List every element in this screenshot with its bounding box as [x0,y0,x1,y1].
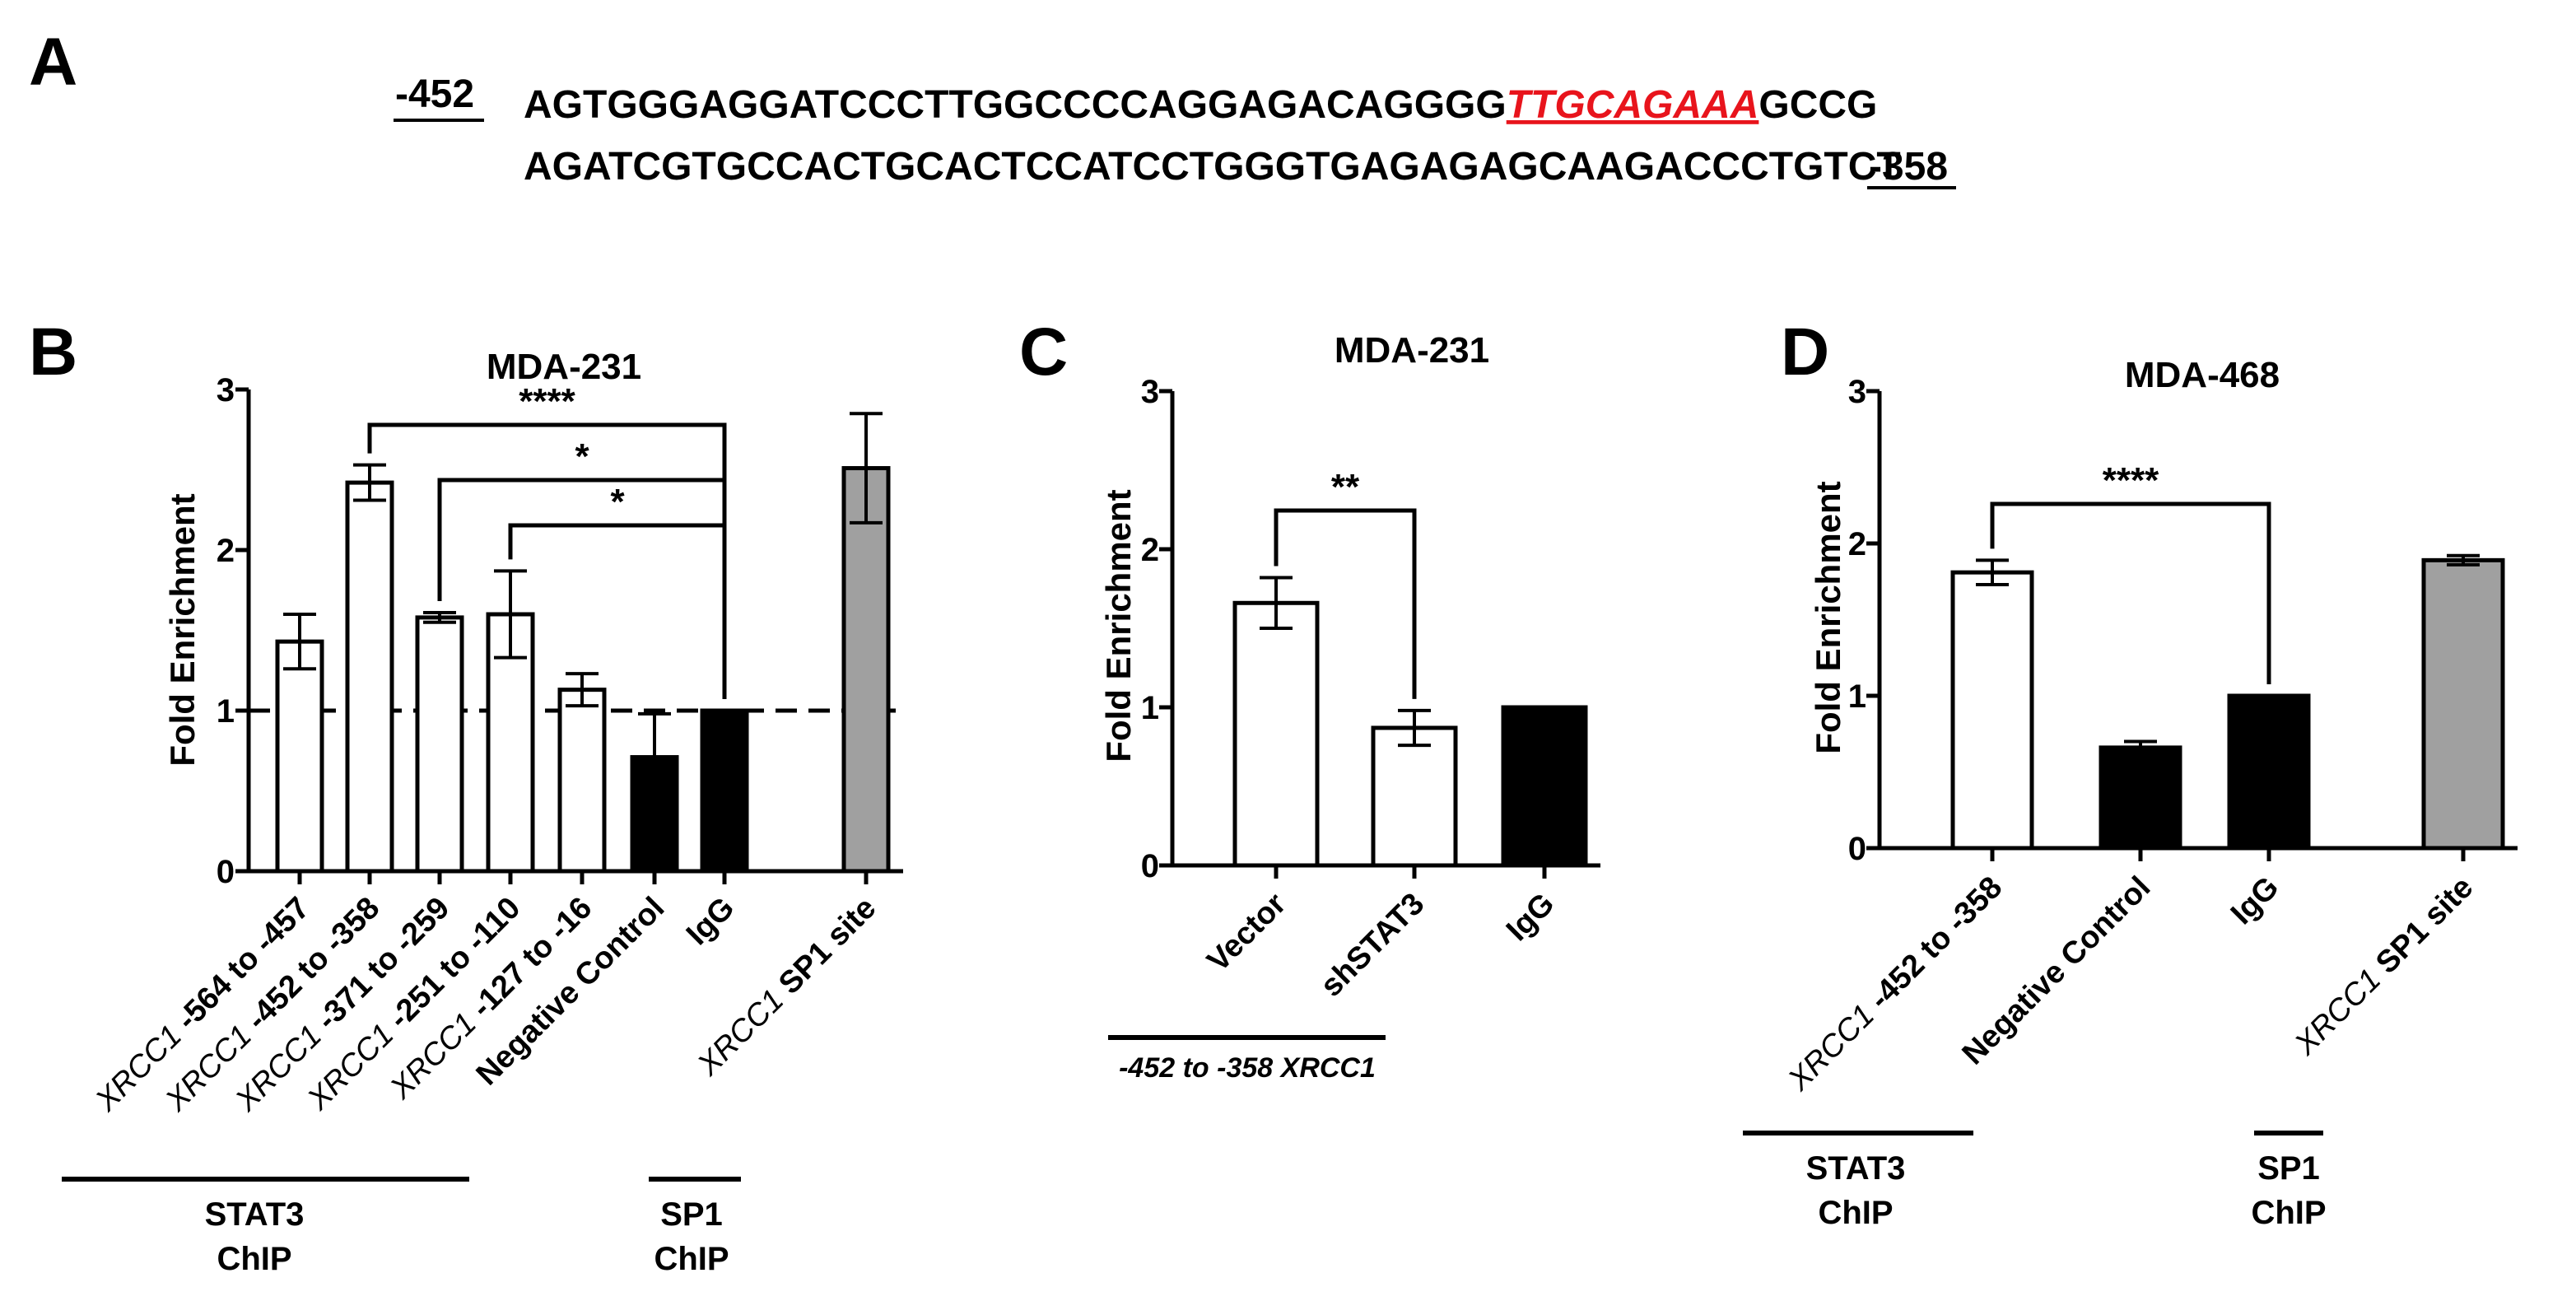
d-y-tick-label: 2 [1848,526,1866,562]
sequence-line-1-prefix: AGTGGGAGGATCCCTTGGCCCCAGGAGACAGGGG [524,83,1507,127]
d-x-tick-label-text: SP1 site [2364,870,2481,987]
panel-a: A -452 AGTGGGAGGATCCCTTGGCCCCAGGAGACAGGG… [29,25,1956,189]
c-x-tick-label: IgG [1500,887,1561,948]
c-bar [1371,725,1458,868]
c-y-tick-label: 3 [1141,374,1159,410]
b-y-tick-label: 1 [217,693,235,730]
c-y-tick-label: 2 [1141,532,1159,568]
sequence-end-label: -358 [1869,145,1948,189]
b-group-label-line2: ChIP [217,1241,291,1277]
b-bar [700,708,749,874]
d-x-tick-label-gene: XRCC1 [1782,998,1881,1098]
b-y-tick-label: 2 [217,533,235,569]
d-group-label-line1: SP1 [2257,1150,2320,1187]
sequence-line-2: AGATCGTGCCACTGCACTCCATCCTGGGTGAGAGAGCAAG… [524,145,1901,189]
b-x-tick-label-gene: XRCC1 [691,983,790,1083]
d-y-tick-label: 3 [1848,374,1866,410]
panel-d-label: D [1781,315,1829,389]
d-bar [2099,745,2182,851]
b-group-label-line2: ChIP [654,1241,729,1277]
c-significance-bracket [1274,508,1417,699]
b-significance-stars: **** [519,381,575,422]
chart-b-title: MDA-231 [487,347,641,387]
c-x-tick-label-text: IgG [1500,887,1561,948]
c-y-tick-label: 0 [1141,848,1159,884]
d-bar [1950,570,2034,851]
c-group-label: -452 to -358 XRCC1 [1119,1052,1376,1084]
c-y-tick-label: 1 [1141,690,1159,726]
b-x-tick-label: IgG [680,891,741,952]
b-significance-stars: * [610,482,625,522]
b-group-label-line1: SP1 [660,1196,723,1233]
panel-c-label: C [1019,315,1068,389]
d-group-label-line1: STAT3 [1806,1150,1906,1187]
c-significance-stars: ** [1331,467,1360,507]
d-group-label-line2: ChIP [2251,1195,2326,1231]
d-significance-stars: **** [2103,460,2159,501]
b-x-tick-label-text: IgG [680,891,741,952]
stat3-binding-motif: TTGCAGAAA [1507,83,1759,127]
b-bar [557,688,607,874]
b-bar [275,639,324,874]
b-y-tick-label: 0 [217,854,235,890]
b-bar [345,480,394,874]
b-bar [841,466,891,874]
b-significance-stars: * [575,436,589,477]
c-bar [1232,600,1320,868]
b-y-tick-label: 3 [217,372,235,408]
d-bar [2421,557,2505,851]
d-group-label-line2: ChIP [1818,1195,1893,1231]
b-x-tick-label-text: SP1 site [766,891,883,1008]
panel-b-label: B [29,315,77,389]
d-significance-bracket [1990,501,2271,684]
d-x-tick-label-gene: XRCC1 [2288,963,2387,1062]
b-bar [415,615,464,874]
chart-d-ylabel: Fold Enrichment [1809,481,1847,753]
d-x-tick-label-text: IgG [2224,870,2285,931]
chart-b-ylabel: Fold Enrichment [163,493,202,766]
b-significance-bracket [508,523,727,699]
d-x-tick-label: IgG [2224,870,2285,931]
sequence-line-1: AGTGGGAGGATCCCTTGGCCCCAGGAGACAGGGGTTGCAG… [524,83,1877,127]
d-x-tick-label: XRCC1 SP1 site [2288,870,2481,1063]
d-y-tick-label: 1 [1848,678,1866,715]
panel-a-label: A [29,25,77,100]
sequence-line-1-suffix: GCCG [1758,83,1877,127]
d-y-tick-label: 0 [1848,831,1866,867]
sequence-start-label: -452 [395,72,474,116]
d-bar [2227,693,2311,851]
c-x-tick-label: Vector [1201,887,1293,979]
c-bar [1501,705,1588,868]
chart-d-title: MDA-468 [2125,355,2280,395]
chart-c-title: MDA-231 [1335,330,1489,371]
c-x-tick-label-text: shSTAT3 [1314,887,1431,1004]
chart-c-ylabel: Fold Enrichment [1099,489,1138,762]
c-x-tick-label-text: Vector [1201,887,1293,979]
d-x-tick-label-text: -452 to -358 [1856,870,2009,1023]
b-significance-bracket [437,478,727,699]
c-x-tick-label: shSTAT3 [1314,887,1431,1004]
b-group-label-line1: STAT3 [205,1196,305,1233]
